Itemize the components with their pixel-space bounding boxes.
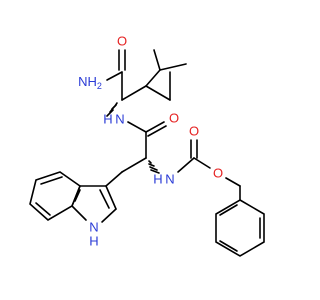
indole-ring: [29, 171, 117, 223]
bond-calpha-ch2-trp: [121, 157, 147, 173]
atom-o-carbamate-ester: O: [213, 165, 223, 180]
atom-h-peptide: H: [103, 111, 112, 126]
atom-nh2: NH2: [78, 74, 102, 91]
bond-c-nh2: [106, 71, 123, 81]
bond-c-o-peptide: [145, 121, 165, 133]
bond-c-o-peptide-double: [147, 125, 167, 137]
atom-n-peptide: N: [115, 111, 124, 126]
bond-o-ch2: [225, 177, 241, 187]
benzyl-ring: [215, 199, 265, 257]
bond-calpha-ch2: [121, 85, 147, 101]
carbamate-fragment: [177, 139, 241, 201]
atom-o-carbamate-carbonyl: O: [189, 123, 199, 138]
leucinamide-fragment: [106, 49, 171, 101]
stereo-hash-leu: [106, 102, 118, 117]
bond-c-o-ester: [193, 157, 211, 169]
atom-o-amide: O: [117, 33, 127, 48]
bond-n-c-peptide: [127, 121, 147, 133]
bond-n-c-carbamate: [177, 157, 195, 173]
bond-ch2-ch: [145, 85, 171, 101]
atom-n-indole: N: [89, 219, 98, 234]
bond-ch2-indole: [105, 171, 123, 187]
leucine-side-chain: [145, 49, 187, 87]
stereo-hash-trp: [148, 160, 160, 174]
atom-h-carbamate: H: [153, 171, 162, 186]
atom-n-carbamate: N: [165, 171, 174, 186]
peptide-fragment: [105, 121, 167, 187]
molecule-structure: O NH2 N H O N H O O N H: [29, 33, 265, 257]
atom-o-peptide: O: [169, 110, 179, 125]
atom-h-indole: H: [89, 233, 98, 248]
